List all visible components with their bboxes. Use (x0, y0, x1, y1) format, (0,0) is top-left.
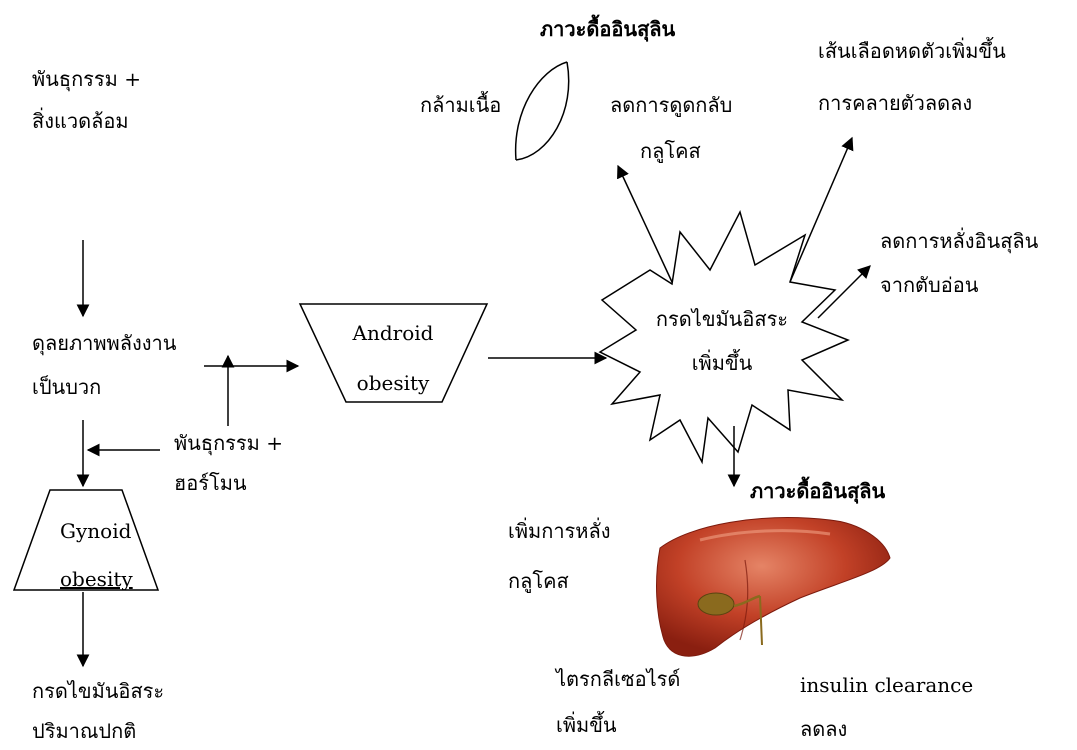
insulin-clearance-label-2: ลดลง (800, 710, 847, 748)
reduced-glucose-uptake-label-1: ลดการดูดกลับ (610, 86, 732, 124)
arrow-ffa-to-muscle (618, 166, 672, 282)
gynoid-label-2: obesity (60, 560, 133, 598)
reduced-insulin-secretion-label-2: จากตับอ่อน (880, 266, 978, 304)
insulin-resistance-liver-heading: ภาวะดื้ออินสุลิน (750, 472, 885, 510)
triglyceride-label-1: ไตรกลีเซอไรด์ (556, 660, 680, 698)
reduced-glucose-uptake-label-2: กลูโคส (640, 132, 701, 170)
vasoconstriction-label-1: เส้นเลือดหดตัวเพิ่มขึ้น (818, 32, 1006, 70)
genetics-hormone-label-2: ฮอร์โมน (174, 464, 247, 502)
normal-ffa-label-1: กรดไขมันอิสระ (32, 672, 164, 710)
vasoconstriction-label-2: การคลายตัวลดลง (818, 84, 972, 122)
android-label-1: Android (330, 314, 456, 352)
android-label-2: obesity (330, 364, 456, 402)
increased-ffa-label-1: กรดไขมันอิสระ (606, 300, 838, 338)
increased-ffa-label-2: เพิ่มขึ้น (606, 344, 838, 382)
muscle-label: กล้ามเนื้อ (420, 86, 501, 124)
increased-glucose-output-label-1: เพิ่มการหลั่ง (508, 512, 611, 550)
insulin-resistance-muscle-heading: ภาวะดื้ออินสุลิน (540, 10, 675, 48)
gynoid-label-1: Gynoid (60, 512, 131, 550)
muscle-icon (516, 62, 569, 160)
reduced-insulin-secretion-label-1: ลดการหลั่งอินสุลิน (880, 222, 1038, 260)
liver-illustration (657, 518, 890, 657)
genetics-hormone-label-1: พันธุกรรม + (174, 424, 283, 462)
normal-ffa-label-2: ปริมาณปกติ (32, 712, 136, 750)
triglyceride-label-2: เพิ่มขึ้น (556, 706, 617, 744)
increased-glucose-output-label-2: กลูโคส (508, 562, 569, 600)
insulin-clearance-label-1: insulin clearance (800, 666, 973, 704)
energy-balance-label-2: เป็นบวก (32, 368, 101, 406)
genetics-environment-label-2: สิ่งแวดล้อม (32, 102, 129, 140)
genetics-environment-label-1: พันธุกรรม + (32, 60, 141, 98)
arrow-ffa-to-vessels (790, 138, 852, 282)
energy-balance-label-1: ดุลยภาพพลังงาน (32, 324, 176, 362)
